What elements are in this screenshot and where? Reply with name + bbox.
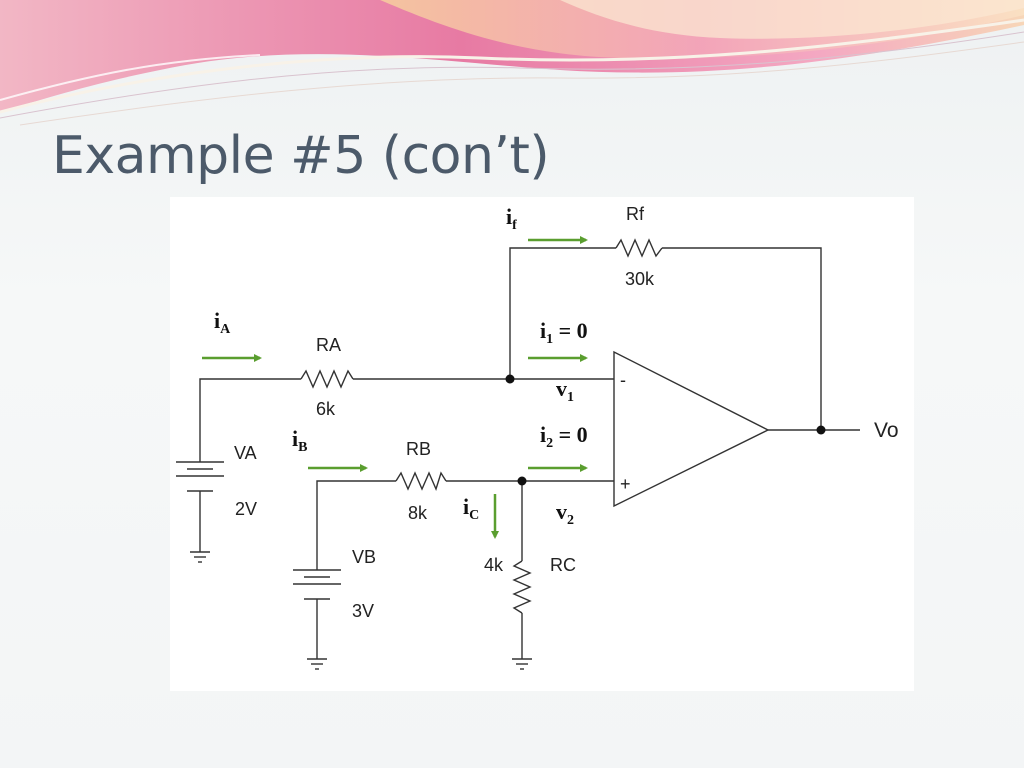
opamp-inverting-label: -	[620, 370, 626, 390]
battery-vb	[293, 569, 341, 600]
decorative-banner	[0, 0, 1024, 126]
circuit-wires	[199, 247, 860, 659]
component-labels: Rf 30k RA 6k RB 8k RC 4k VA 2V VB 3V Vo	[234, 204, 899, 621]
current-arrows	[202, 236, 588, 539]
label-ib: iB	[292, 426, 307, 455]
label-i1: i1 = 0	[540, 318, 588, 347]
node-noninverting-junction	[517, 476, 527, 486]
current-labels: if iA iB iC i1 = 0 i2 = 0 v1	[214, 204, 588, 528]
rb-name: RB	[406, 439, 431, 459]
rc-value: 4k	[484, 555, 504, 575]
label-v1: v1	[556, 376, 574, 405]
battery-va	[176, 461, 224, 492]
opamp-noninverting-label: +	[620, 474, 631, 494]
rc-name: RC	[550, 555, 576, 575]
vb-name: VB	[352, 547, 376, 567]
va-value: 2V	[235, 499, 257, 519]
label-ia: iA	[214, 308, 231, 337]
rf-value: 30k	[625, 269, 655, 289]
node-output-junction	[816, 425, 826, 435]
resistor-rc	[512, 560, 532, 614]
opamp: - +	[613, 350, 770, 508]
label-i2: i2 = 0	[540, 422, 588, 451]
va-name: VA	[234, 443, 257, 463]
junction-dots	[505, 374, 826, 486]
rb-value: 8k	[408, 503, 428, 523]
ra-name: RA	[316, 335, 341, 355]
label-v2: v2	[556, 499, 574, 528]
ground-va	[190, 551, 210, 563]
label-if: if	[506, 204, 517, 233]
resistor-rb	[395, 471, 447, 491]
slide-title: Example #5 (con’t)	[52, 126, 550, 186]
node-inverting-junction	[505, 374, 515, 384]
resistor-ra	[300, 369, 354, 389]
vb-value: 3V	[352, 601, 374, 621]
output-label: Vo	[874, 419, 899, 442]
ra-value: 6k	[316, 399, 336, 419]
resistor-rf	[615, 238, 663, 258]
circuit-diagram: - + Rf 30k RA 6k RB	[170, 197, 914, 691]
label-ic: iC	[463, 494, 479, 523]
ground-vb	[307, 658, 327, 670]
rf-name: Rf	[626, 204, 645, 224]
ground-rc	[512, 658, 532, 670]
